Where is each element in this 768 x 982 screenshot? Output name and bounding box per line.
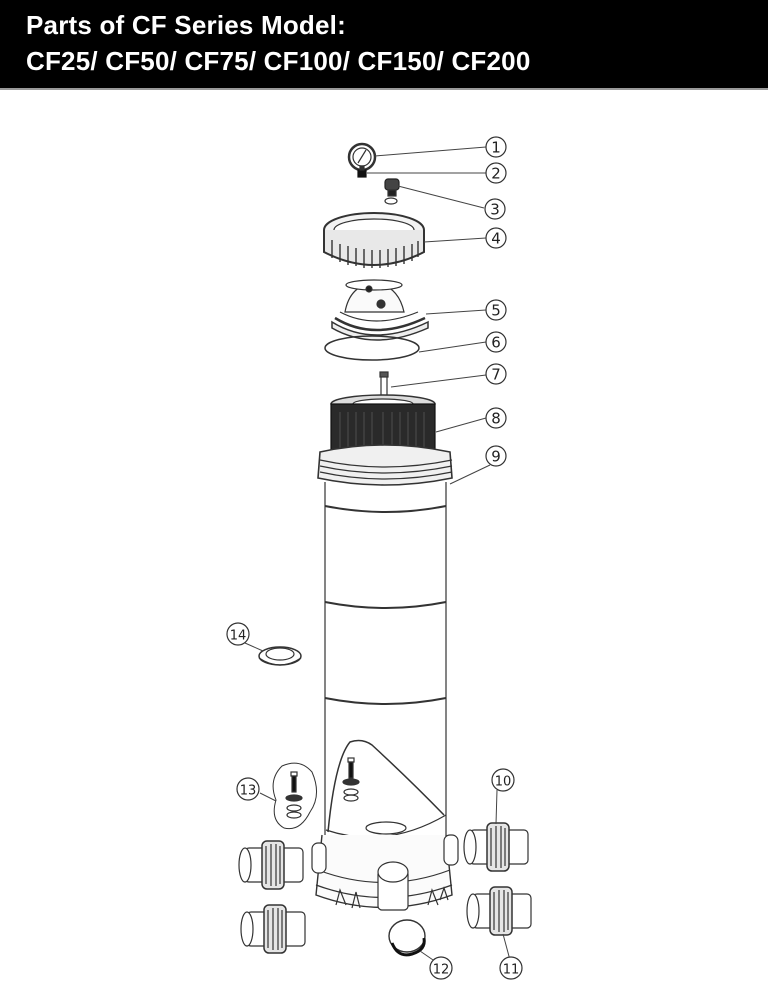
- title-banner: Parts of CF Series Model: CF25/ CF50/ CF…: [0, 0, 768, 90]
- svg-text:12: 12: [433, 963, 450, 978]
- union-connector-upper-part: [463, 822, 529, 872]
- svg-text:13: 13: [240, 784, 257, 799]
- svg-text:11: 11: [503, 963, 520, 978]
- svg-text:6: 6: [491, 334, 501, 352]
- title-line-1: Parts of CF Series Model:: [26, 10, 346, 40]
- svg-text:5: 5: [491, 302, 501, 320]
- drain-valve-assembly-part: [272, 762, 317, 830]
- air-relief-valve-part: [384, 178, 400, 205]
- callout-1: 1: [485, 136, 507, 158]
- svg-text:2: 2: [491, 165, 501, 183]
- callout-12: 12: [429, 956, 453, 980]
- union-connector-lower-part: [466, 886, 532, 936]
- callout-4: 4: [485, 227, 507, 249]
- svg-text:4: 4: [491, 230, 501, 248]
- bulkhead-fitting-part: [258, 646, 302, 666]
- svg-text:10: 10: [495, 775, 512, 790]
- callout-11: 11: [499, 956, 523, 980]
- svg-text:8: 8: [491, 410, 501, 428]
- callout-14: 14: [226, 622, 250, 646]
- svg-text:14: 14: [230, 629, 247, 644]
- svg-text:9: 9: [491, 448, 501, 466]
- svg-text:1: 1: [491, 139, 501, 157]
- callout-8: 8: [485, 407, 507, 429]
- union-connector-left-upper-part: [238, 840, 304, 890]
- callout-2: 2: [485, 162, 507, 184]
- callout-7: 7: [485, 363, 507, 385]
- port-plug-part: [388, 919, 426, 957]
- inner-drain-valve: [342, 757, 360, 802]
- filter-tank-part: [311, 444, 459, 911]
- callout-6: 6: [485, 331, 507, 353]
- svg-text:7: 7: [491, 366, 501, 384]
- lid-o-ring-part: [324, 335, 420, 361]
- callout-9: 9: [485, 445, 507, 467]
- callout-5: 5: [485, 299, 507, 321]
- svg-text:3: 3: [490, 201, 500, 219]
- filter-lid-part: [331, 279, 429, 341]
- title-line-2: CF25/ CF50/ CF75/ CF100/ CF150/ CF200: [26, 46, 531, 76]
- callout-3: 3: [484, 198, 506, 220]
- union-connector-left-lower-part: [240, 904, 306, 954]
- callout-10: 10: [491, 768, 515, 792]
- pressure-gauge-part: [347, 142, 377, 172]
- lock-ring-part: [323, 212, 425, 268]
- leader-lines: [244, 146, 511, 963]
- gauge-adapter-part: [357, 165, 367, 178]
- callout-13: 13: [236, 777, 260, 801]
